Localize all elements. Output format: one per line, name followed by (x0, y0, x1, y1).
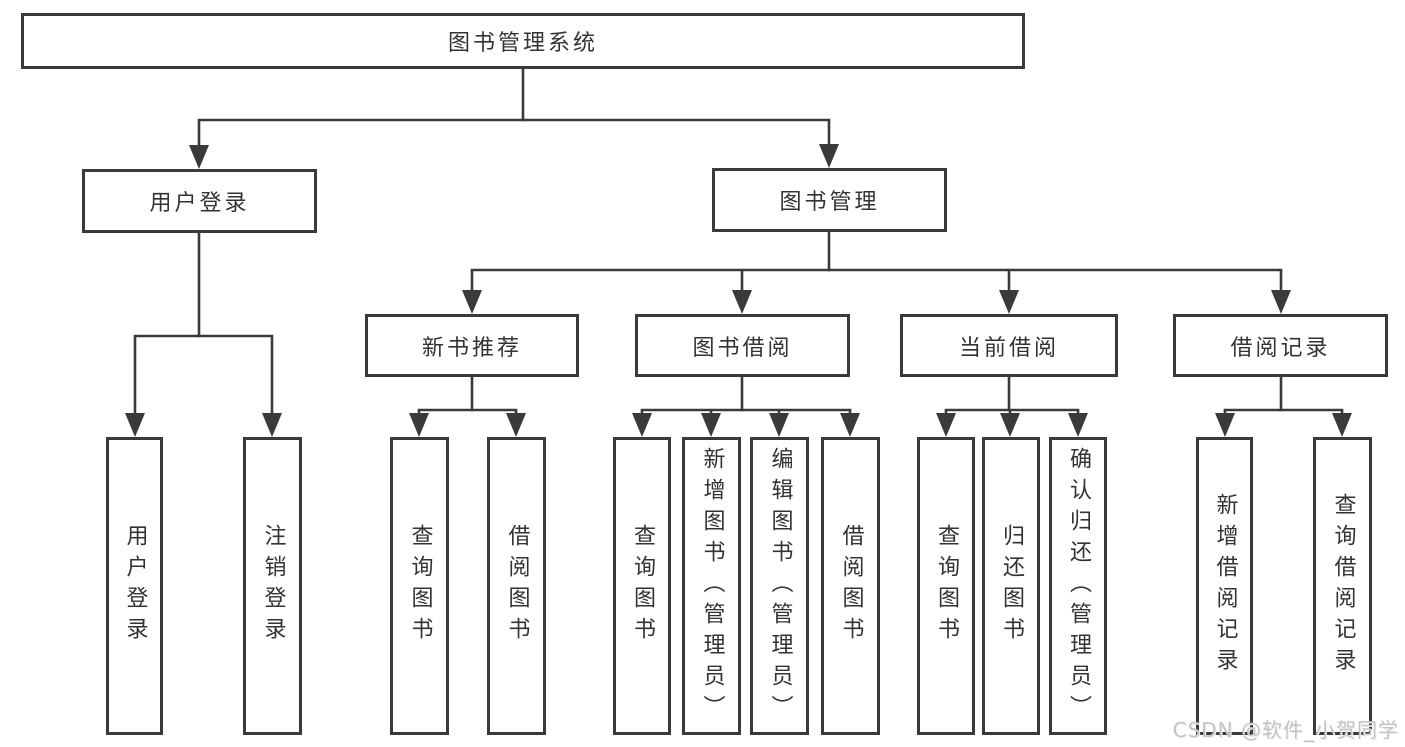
node-borrow-record: 借阅记录 (1173, 314, 1388, 377)
node-leaf-query-borrow-record: 查询借阅记录 (1313, 437, 1372, 735)
node-leaf-logout: 注销登录 (243, 437, 302, 735)
node-leaf-borrow-book-1-label: 借阅图书 (504, 524, 530, 648)
node-leaf-user-login-label: 用户登录 (122, 524, 148, 648)
node-leaf-borrow-book-2-label: 借阅图书 (838, 524, 864, 648)
node-leaf-query-book-2: 查询图书 (613, 437, 671, 735)
node-leaf-confirm-return-admin: 确认归还（管理员） (1049, 437, 1107, 735)
arrow-down-icon (1000, 413, 1020, 437)
arrow-down-icon (409, 413, 429, 437)
node-book-borrow-label: 图书借阅 (692, 335, 793, 361)
node-user-login-label: 用户登录 (149, 191, 250, 216)
node-leaf-query-borrow-record-label: 查询借阅记录 (1330, 493, 1356, 679)
arrow-down-icon (506, 413, 526, 437)
node-leaf-user-login: 用户登录 (106, 437, 163, 735)
node-root: 图书管理系统 (21, 13, 1025, 69)
arrow-down-icon (701, 413, 721, 437)
node-leaf-add-book-admin-label: 新增图书（管理员） (699, 446, 725, 726)
node-user-login: 用户登录 (82, 169, 317, 233)
arrow-down-icon (125, 413, 145, 437)
node-leaf-query-book-3: 查询图书 (917, 437, 975, 735)
arrow-down-icon (1271, 290, 1291, 314)
node-book-management-label: 图书管理 (779, 190, 880, 215)
node-current-borrow: 当前借阅 (900, 314, 1118, 377)
node-leaf-confirm-return-admin-label: 确认归还（管理员） (1066, 446, 1091, 726)
node-new-book-recommend-label: 新书推荐 (421, 335, 522, 361)
arrow-down-icon (936, 413, 956, 437)
arrow-down-icon (769, 413, 789, 437)
node-book-borrow: 图书借阅 (635, 314, 850, 377)
node-leaf-edit-book-admin: 编辑图书（管理员） (750, 437, 809, 735)
node-borrow-record-label: 借阅记录 (1230, 335, 1331, 361)
arrow-down-icon (1332, 413, 1352, 437)
node-current-borrow-label: 当前借阅 (958, 335, 1059, 361)
node-leaf-query-book-1-label: 查询图书 (407, 524, 433, 648)
node-leaf-return-book: 归还图书 (982, 437, 1040, 735)
node-leaf-query-book-2-label: 查询图书 (630, 524, 655, 648)
node-leaf-add-book-admin: 新增图书（管理员） (682, 437, 741, 735)
node-root-label: 图书管理系统 (447, 31, 598, 56)
arrow-down-icon (262, 413, 282, 437)
node-leaf-query-book-1: 查询图书 (390, 437, 449, 735)
arrow-down-icon (632, 413, 652, 437)
node-new-book-recommend: 新书推荐 (365, 314, 579, 377)
arrow-down-icon (819, 144, 839, 168)
arrow-down-icon (732, 290, 752, 314)
arrow-down-icon (189, 145, 209, 169)
node-leaf-borrow-book-2: 借阅图书 (821, 437, 880, 735)
watermark: CSDN @软件_小贺同学 (1172, 718, 1399, 742)
node-leaf-borrow-book-1: 借阅图书 (487, 437, 546, 735)
arrow-down-icon (1215, 413, 1235, 437)
arrow-down-icon (840, 413, 860, 437)
arrow-down-icon (1068, 413, 1088, 437)
arrow-down-icon (999, 290, 1019, 314)
node-book-management: 图书管理 (712, 168, 947, 232)
node-leaf-add-borrow-record-label: 新增借阅记录 (1212, 493, 1238, 679)
node-leaf-add-borrow-record: 新增借阅记录 (1196, 437, 1253, 735)
node-leaf-return-book-label: 归还图书 (999, 524, 1024, 648)
node-leaf-query-book-3-label: 查询图书 (934, 524, 959, 648)
node-leaf-logout-label: 注销登录 (260, 524, 286, 648)
node-leaf-edit-book-admin-label: 编辑图书（管理员） (767, 446, 793, 726)
arrow-down-icon (462, 290, 482, 314)
